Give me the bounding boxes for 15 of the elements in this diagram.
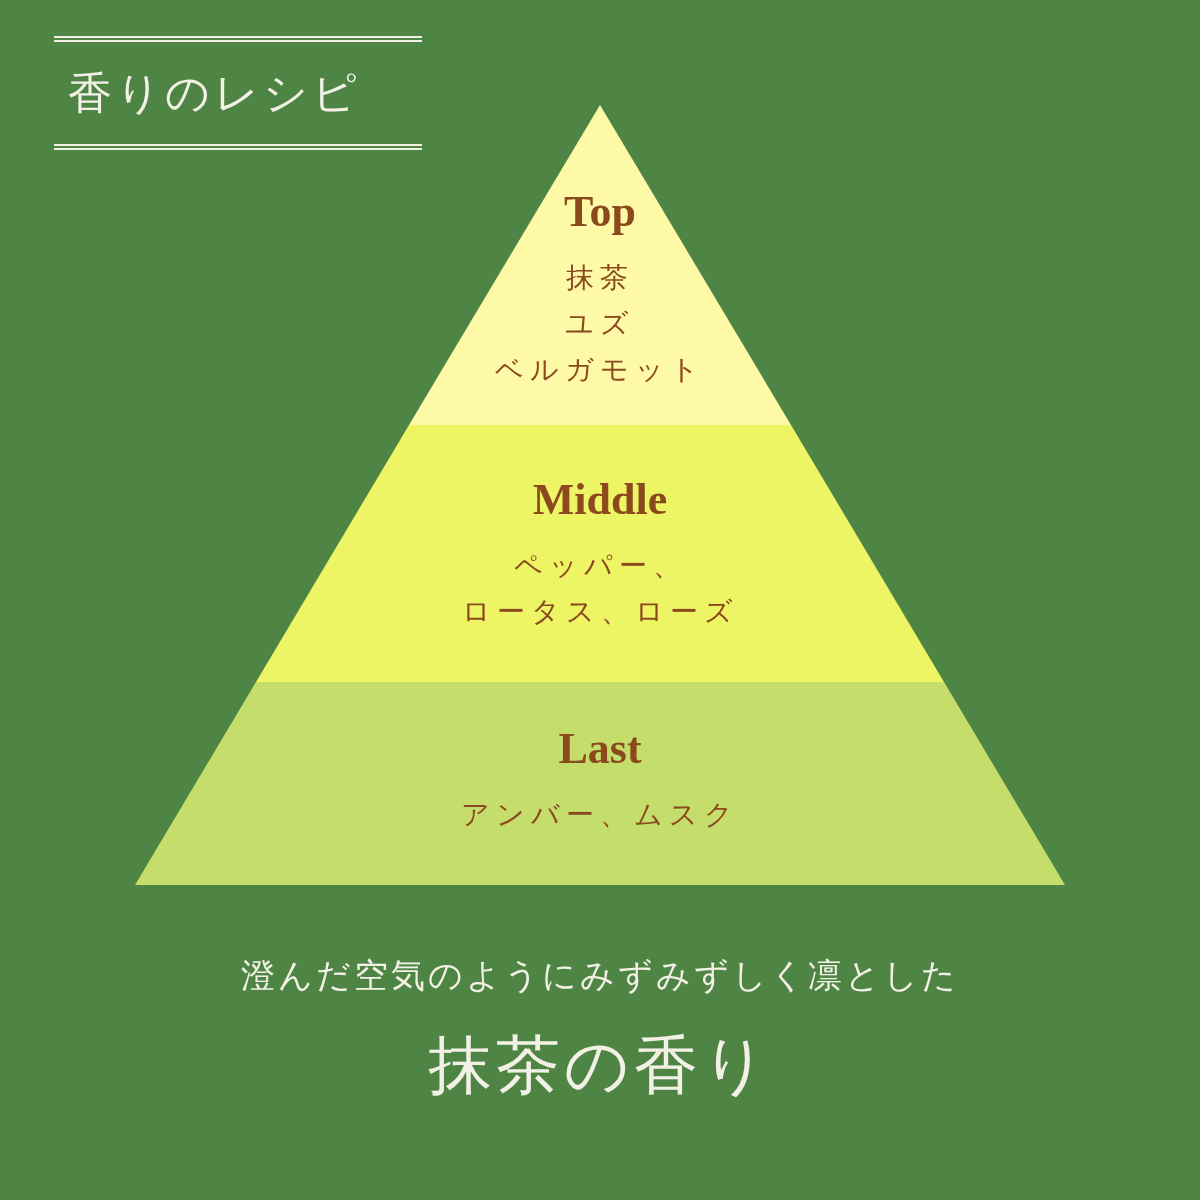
pyramid-tier: [135, 682, 1065, 885]
note-text: アンバー、ムスク: [461, 797, 739, 833]
product-name: 抹茶の香り: [428, 1027, 772, 1104]
note-text: ロータス、ローズ: [461, 594, 739, 630]
tier-heading: Middle: [532, 474, 668, 526]
note-text: ユズ: [565, 306, 635, 342]
note-text: ペッパー、: [513, 548, 687, 584]
title: 香りのレシピ: [68, 66, 361, 120]
pyramid-tier: [256, 425, 944, 682]
tagline: 澄んだ空気のようにみずみずしく凛とした: [241, 954, 959, 997]
pyramid-tier: [409, 105, 791, 425]
tier-heading: Top: [564, 186, 636, 238]
tier-heading: Last: [558, 723, 642, 775]
note-text: 抹茶: [566, 260, 634, 296]
note-text: ベルガモット: [495, 352, 705, 388]
